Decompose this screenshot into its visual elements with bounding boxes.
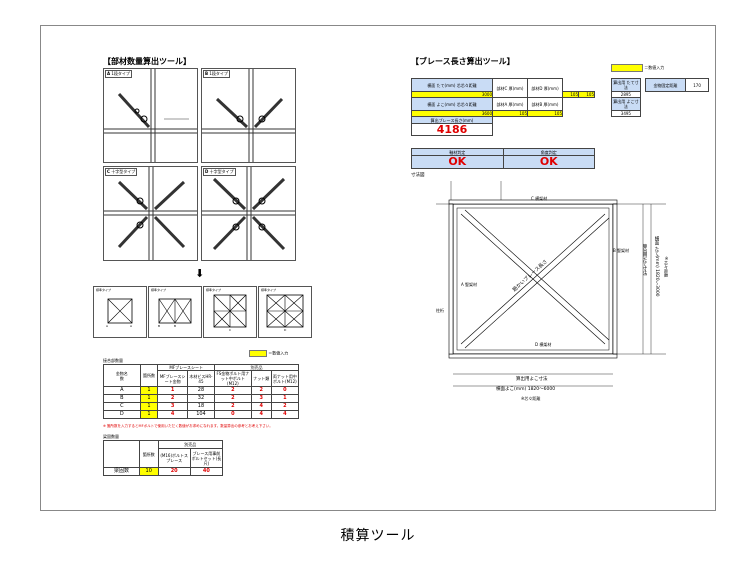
joint-diagram-c [104, 167, 197, 260]
quantity-table: 金物名数 箇所数 MFブレースシート 別売品 MFブレースシート金物 木材ビスH… [103, 364, 300, 419]
calc-width-label: 算出用よこ寸法 [516, 377, 548, 382]
beam-section-title: 梁固数量 [103, 434, 119, 439]
pattern-panel-a: A 1段タイプ [103, 68, 198, 163]
qty-row-c: C 1 3 18 2 4 2 [103, 402, 300, 411]
frame-height-label: 横面 たて(mm) 1820〜3000 [654, 236, 659, 297]
pattern-panel-b: B 1段タイプ [201, 68, 296, 163]
beam-count-input[interactable]: 10 [138, 467, 159, 476]
count-input-a[interactable]: 1 [139, 386, 159, 395]
center-note: ※芯々距離 [521, 396, 541, 401]
member-c-input[interactable]: 105 [562, 91, 579, 98]
beam-table: 箇所数 別売品 (M16)ボルトスプレース ブレース用事前ボルトセット(長尺) … [103, 440, 224, 476]
yellow-swatch [249, 350, 267, 357]
b-member-label: B 竪架材 [613, 248, 630, 253]
qty-section-title: 接合部数量 [103, 358, 123, 363]
numeric-input-legend: ＝数値入力 [249, 350, 288, 357]
numeric-input-legend-right: ＝数値入力 [611, 64, 664, 72]
angle-judge-result: OK [502, 155, 595, 169]
d-member-label: D 横架材 [535, 342, 552, 347]
center-note-vertical: ※芯々距離 [664, 256, 669, 277]
judge-table: 軸材判定 角度判定 OK OK [411, 148, 595, 169]
yellow-swatch-right [611, 64, 643, 72]
pattern-panel-c: C 十字型タイプ [103, 166, 198, 261]
frame-pattern-4: 標準タイプ D [258, 286, 312, 338]
down-arrow-icon: ⬇ [195, 267, 205, 280]
count-input-c[interactable]: 1 [139, 402, 159, 411]
dimension-heading: 寸法図 [411, 173, 425, 178]
brace-calc-table: 横面 たて(mm) 芯芯々距離 部材C 厚(mm) 部材D 厚(mm) 3000… [411, 78, 595, 136]
joint-diagram-d [202, 167, 295, 260]
side-calc-table: 算出用 たて寸法 金物固定距離 170 2895 算出用 よこ寸法 3495 [611, 78, 709, 117]
frame-pattern-3: 標準タイプ C [203, 286, 257, 338]
frame-pattern-2: 標準タイプ B B [148, 286, 202, 338]
spreadsheet-sheet: 【部材数量算出ツール】 【ブレース長さ算出ツール】 A 1段タイプ B 1段タイ… [40, 25, 716, 511]
qty-note: ※ 箇所数を入力するとMFボルトで使用いただく数値がお求めになれます。数量算出の… [103, 424, 273, 428]
brace-length-result: 4186 [411, 123, 493, 136]
pillar-label: 柱桁 [436, 308, 444, 313]
left-title: 【部材数量算出ツール】 [103, 57, 191, 66]
qty-row-d: D 1 4 104 0 4 4 [103, 410, 300, 419]
count-input-d[interactable]: 1 [139, 410, 159, 419]
member-d-input[interactable]: 105 [578, 91, 595, 98]
c-member-label: C 横架材 [531, 196, 548, 201]
qty-row-a: A 1 1 28 2 2 0 [103, 386, 300, 395]
frame-pattern-1: 標準タイプ A A [93, 286, 147, 338]
frame-width-label: 横面よこ(mm) 1820〜6000 [496, 387, 556, 392]
count-input-b[interactable]: 1 [139, 394, 159, 403]
axis-judge-result: OK [411, 155, 504, 169]
a-member-label: A 竪架材 [461, 282, 478, 287]
pattern-panel-d: D 十字型タイプ [201, 166, 296, 261]
joint-diagram-a [104, 69, 197, 162]
right-title: 【ブレース長さ算出ツール】 [411, 57, 515, 66]
page-caption: 積算ツール [340, 528, 416, 544]
qty-row-b: B 1 2 32 2 3 1 [103, 394, 300, 403]
member-b-input[interactable]: 105 [527, 110, 563, 117]
dimension-drawing [436, 181, 666, 387]
calc-height-label: 算出用たて寸法 [642, 244, 647, 276]
joint-diagram-b [202, 69, 295, 162]
